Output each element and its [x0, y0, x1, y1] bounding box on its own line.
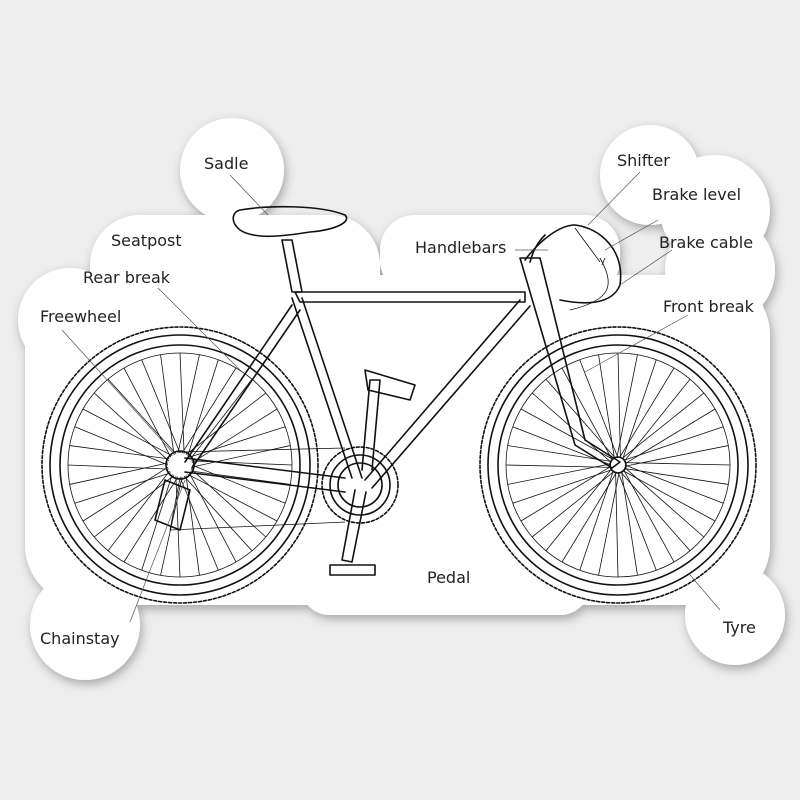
spoke — [141, 359, 181, 454]
spoke — [624, 445, 729, 467]
label-rear-break: Rear break — [83, 268, 171, 287]
spoke — [621, 470, 638, 576]
label-front-break: Front break — [663, 297, 755, 316]
spoke — [179, 352, 185, 454]
spoke — [74, 472, 171, 504]
spoke — [67, 464, 169, 470]
spoke — [191, 464, 286, 504]
spoke — [624, 467, 705, 538]
spoke — [69, 445, 170, 460]
label-brake-cable: Brake cable — [659, 233, 753, 252]
spoke — [123, 476, 179, 563]
spoke — [561, 471, 618, 563]
spoke — [181, 367, 237, 454]
spoke — [187, 473, 278, 522]
spoke — [69, 462, 169, 485]
spoke — [512, 426, 612, 466]
spoke — [179, 476, 219, 571]
label-brake-level: Brake level — [652, 185, 741, 204]
spoke — [160, 354, 175, 455]
drivetrain — [154, 369, 416, 576]
spoke — [621, 392, 705, 460]
spoke — [190, 378, 253, 460]
spoke — [175, 476, 181, 578]
spoke — [183, 476, 253, 552]
spoke — [598, 354, 615, 460]
label-seatpost: Seatpost — [111, 231, 182, 250]
front-wheel — [479, 326, 757, 604]
label-sadle: Sadle — [204, 154, 248, 173]
spoke — [598, 471, 620, 576]
label-chainstay: Chainstay — [40, 629, 120, 648]
spoke — [185, 475, 200, 576]
spoke — [141, 474, 173, 571]
spoke — [624, 464, 724, 504]
spoke — [505, 464, 612, 468]
label-tyre: Tyre — [722, 618, 756, 637]
spoke — [185, 392, 267, 455]
spoke — [187, 359, 219, 456]
spoke — [190, 470, 291, 485]
label-shifter: Shifter — [617, 151, 670, 170]
spoke — [123, 367, 172, 458]
spoke — [74, 426, 169, 466]
rear-wheel — [41, 326, 319, 604]
spoke — [531, 470, 615, 538]
spoke — [191, 408, 278, 464]
spoke — [107, 470, 170, 552]
spoke — [189, 426, 286, 458]
spoke — [512, 469, 613, 504]
label-freewheel: Freewheel — [40, 307, 121, 326]
spoke — [93, 475, 175, 538]
spoke — [623, 426, 724, 461]
spoke — [616, 354, 638, 459]
spoke — [107, 378, 177, 454]
label-handlebars: Handlebars — [415, 238, 506, 257]
spoke — [191, 468, 267, 538]
spoke — [531, 392, 612, 463]
spoke — [177, 354, 200, 454]
spoke — [188, 472, 237, 563]
spoke — [618, 367, 675, 459]
spoke — [93, 392, 169, 462]
spoke — [191, 445, 291, 468]
label-pedal: Pedal — [427, 568, 470, 587]
rear-spokes — [67, 352, 293, 578]
spoke — [82, 466, 169, 522]
leader-lines — [61, 171, 721, 623]
spoke — [82, 408, 173, 457]
front-spokes — [505, 352, 731, 578]
spoke — [623, 469, 675, 563]
bicycle-frame — [184, 205, 622, 493]
